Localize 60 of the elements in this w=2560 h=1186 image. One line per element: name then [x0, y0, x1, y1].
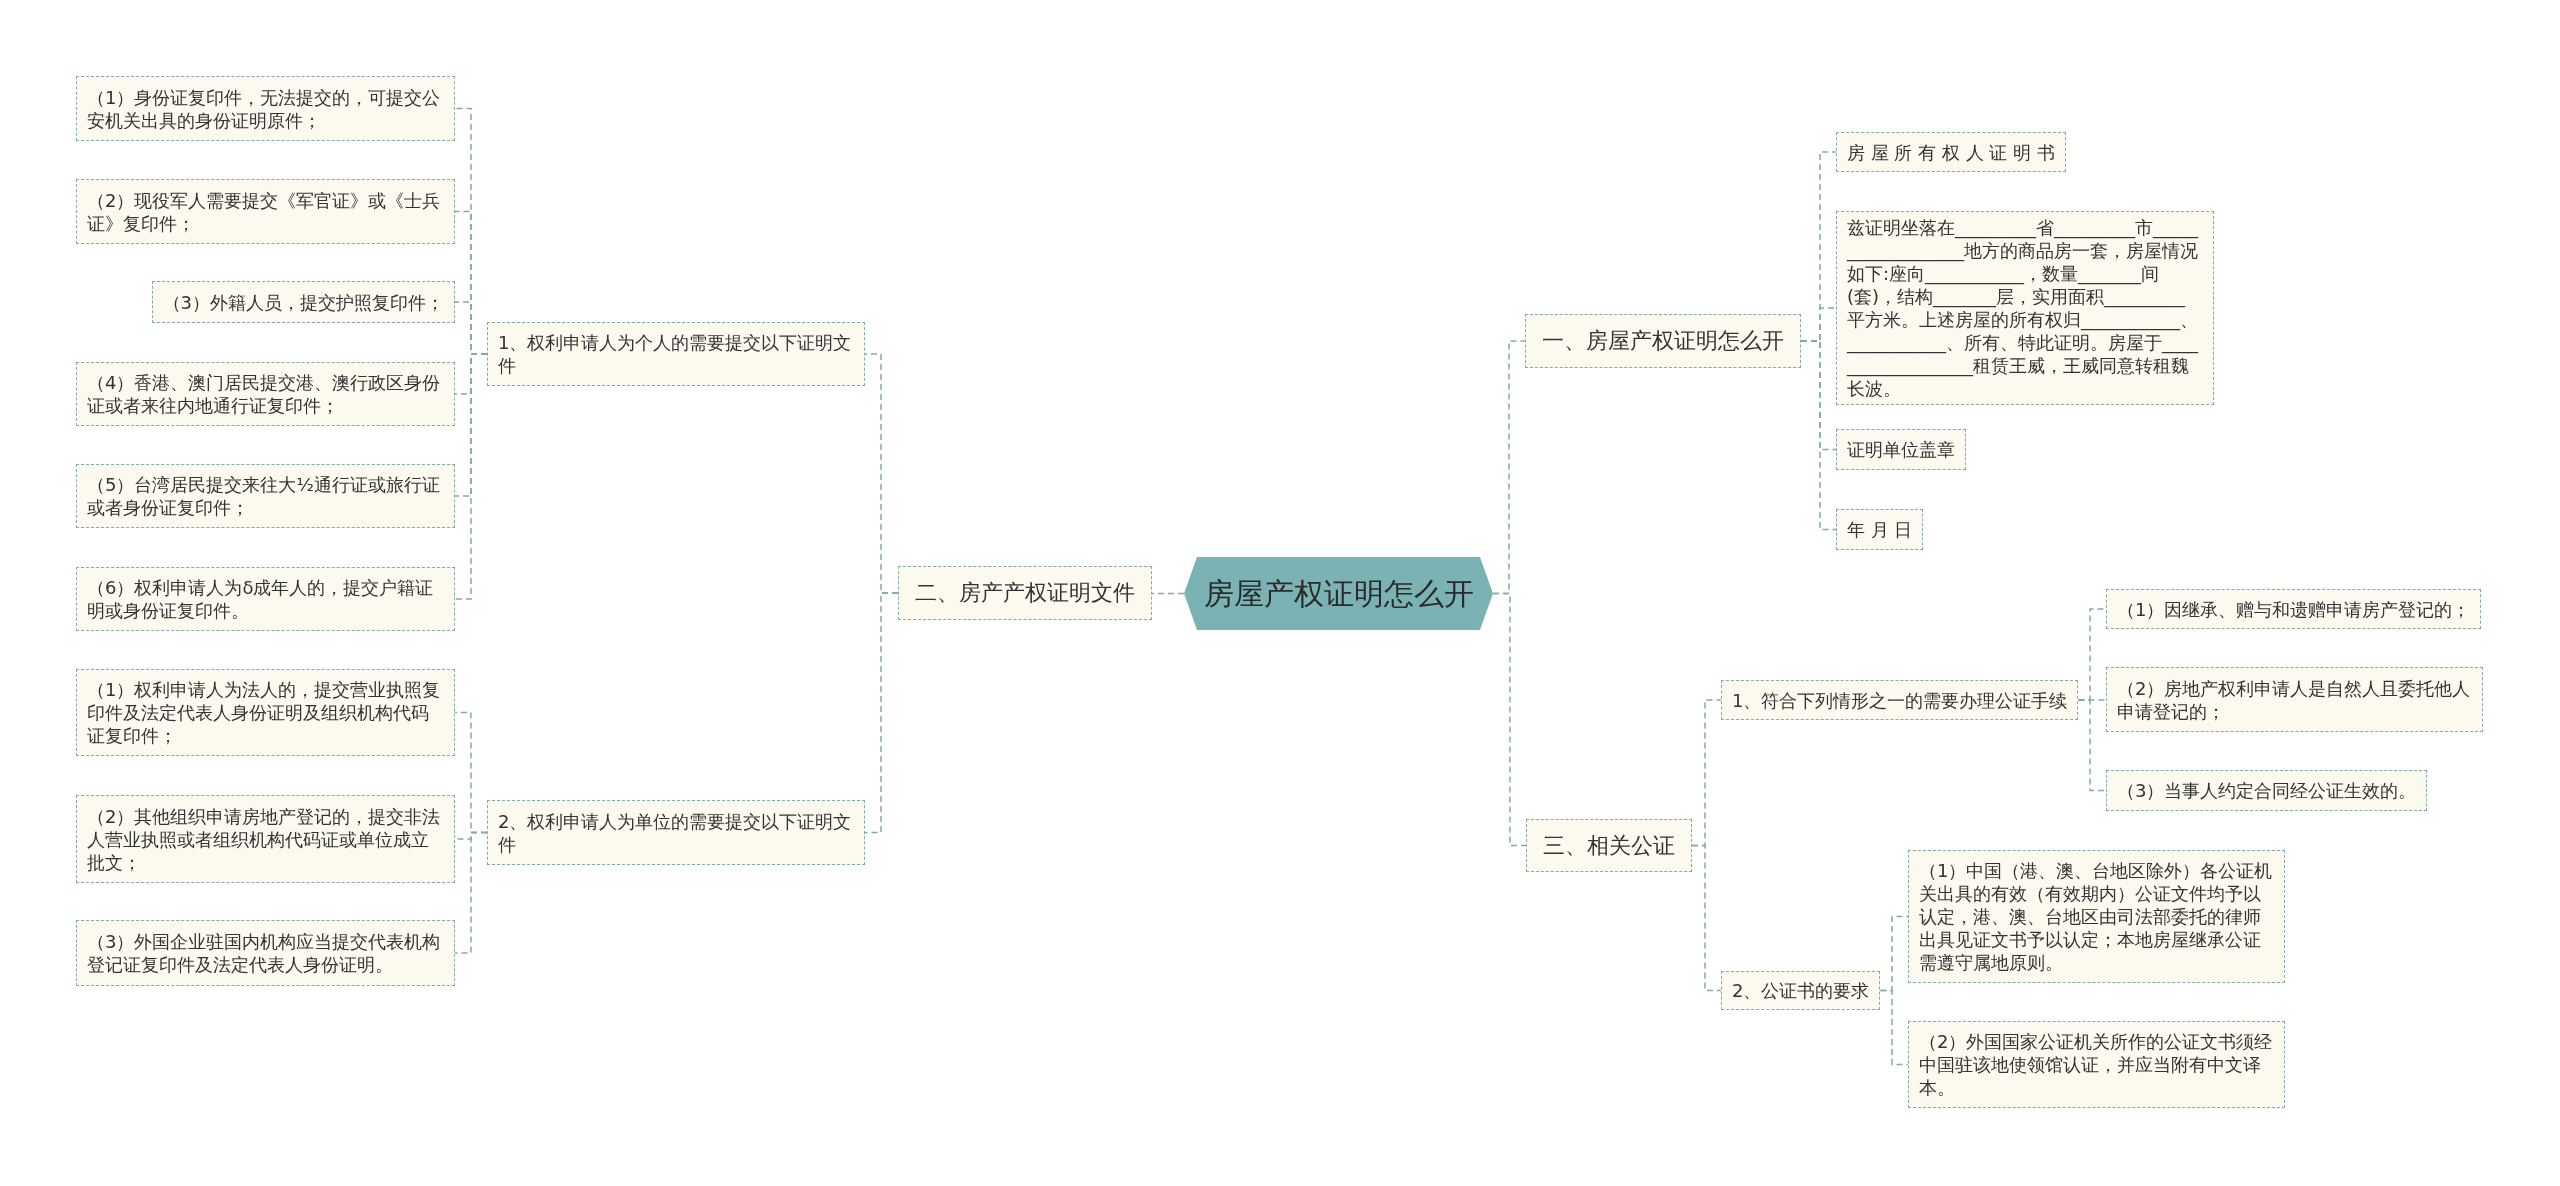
subtopic-box — [1721, 680, 2079, 720]
item-box — [1836, 509, 1924, 550]
connector-line — [1879, 989, 1909, 1066]
item-box — [76, 669, 455, 756]
connector-line — [1151, 592, 1185, 595]
item-box — [2106, 667, 2483, 732]
subtopic-label: 1、符合下列情形之一的需要办理公证手续 — [1732, 688, 2068, 712]
item-box — [76, 76, 455, 141]
subtopic-label: 2、权利申请人为单位的需要提交以下证明文件 — [498, 809, 853, 856]
item-box — [2106, 589, 2482, 629]
certificate-paragraph: 兹证明坐落在_________省_________市__________________地方的商品房一套，房屋情况如下:座向___________，数量_______间(套)，结构_______层，实用面积_________平方米。上述房屋的所有权归___________、___________、所有、特此证明。房屋于__________________租赁王威，王威同意转租魏长波。 — [1847, 216, 2200, 400]
item-box — [2106, 770, 2428, 811]
item-text: 年 月 日 — [1847, 518, 1913, 541]
item-text: （1）中国（港、澳、台地区除外）各公证机关出具的有效（有效期内）公证文件均予以认定，港、澳、台地区由司法部委托的律师出具见证文书予以认定；本地房屋继承公证需遵守属地原则。 — [1919, 859, 2274, 974]
item-box — [1836, 429, 1966, 470]
item-box — [1908, 1021, 2285, 1108]
branch-box — [1526, 819, 1692, 872]
item-text: 房 屋 所 有 权 人 证 明 书 — [1847, 140, 2055, 164]
item-text: （3）外籍人员，提交护照复印件； — [162, 290, 444, 314]
item-text: （4）香港、澳门居民提交港、澳行政区身份证或者来往内地通行证复印件； — [87, 371, 442, 417]
item-box — [76, 179, 455, 244]
item-text: （2）房地产权利申请人是自然人且委托他人申请登记的； — [2117, 676, 2472, 723]
item-text: 证明单位盖章 — [1847, 438, 1955, 461]
connector-line — [454, 831, 488, 954]
item-text: （2）其他组织申请房地产登记的，提交非法人营业执照或者组织机构代码证或单位成立批文； — [87, 804, 442, 874]
subtopic-box — [487, 800, 865, 865]
connector-line — [2077, 699, 2107, 792]
item-text: （1）身份证复印件，无法提交的，可提交公安机关出具的身份证明原件； — [87, 85, 442, 132]
item-text: （3）当事人约定合同经公证生效的。 — [2117, 779, 2417, 802]
item-box — [76, 795, 455, 883]
connector-line — [1492, 592, 1527, 847]
item-box — [151, 281, 455, 323]
branch-label: 一、房屋产权证明怎么开 — [1542, 327, 1784, 355]
item-text: （2）现役军人需要提交《军官证》或《士兵证》复印件； — [87, 188, 442, 235]
connector-line — [1800, 340, 1837, 531]
branch-box — [1525, 314, 1801, 368]
connector-line — [454, 353, 488, 600]
topic-title: 房屋产权证明怎么开 — [1203, 574, 1474, 613]
item-box — [76, 920, 455, 986]
item-box — [1908, 850, 2285, 983]
item-text: （1）权利申请人为法人的，提交营业执照复印件及法定代表人身份证明及组织机构代码证复印件； — [87, 678, 442, 747]
connector-line — [1691, 844, 1722, 992]
item-box — [76, 567, 455, 631]
branch-box — [898, 566, 1152, 620]
item-text: （1）因继承、赠与和遗赠申请房产登记的； — [2117, 597, 2471, 621]
item-box — [76, 362, 455, 426]
item-text: （6）权利申请人为δ成年人的，提交户籍证明或身份证复印件。 — [87, 576, 435, 622]
branch-label: 三、相关公证 — [1543, 831, 1675, 860]
item-text: （3）外国企业驻国内机构应当提交代表机构登记证复印件及法定代表人身份证明。 — [87, 930, 442, 976]
item-text: （2）外国国家公证机关所作的公证文书须经中国驻该地使领馆认证，并应当附有中文译本。 — [1919, 1030, 2274, 1099]
subtopic-label: 1、权利申请人为个人的需要提交以下证明文件 — [498, 331, 853, 377]
branch-label: 二、房产产权证明文件 — [915, 579, 1135, 607]
item-box — [1836, 132, 2066, 172]
item-box — [76, 464, 455, 528]
subtopic-label: 2、公证书的要求 — [1732, 979, 1870, 1002]
central-topic — [1184, 557, 1493, 630]
item-text: （5）台湾居民提交来往大½通行证或旅行证或者身份证复印件； — [87, 473, 441, 519]
connector-line — [864, 592, 899, 834]
subtopic-box — [487, 322, 865, 386]
subtopic-box — [1721, 971, 1881, 1010]
